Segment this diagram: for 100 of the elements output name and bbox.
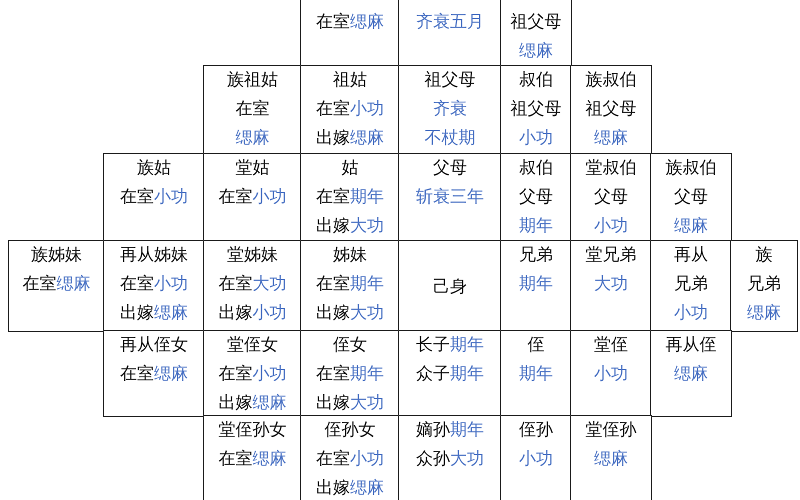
table-cell — [398, 153, 502, 242]
relation-text: 父母 — [674, 187, 708, 207]
relation-text: 堂姊妹 — [226, 245, 278, 265]
relation-text: 族叔伯 — [665, 158, 716, 178]
mourning-grade: 期年 — [450, 420, 484, 440]
mourning-grade: 缌麻 — [350, 478, 384, 498]
relation-text: 叔伯 — [518, 70, 553, 90]
relation-text: 在室 — [316, 187, 350, 207]
mourning-grade: 小功 — [252, 187, 286, 207]
relation-text: 堂侄女 — [226, 335, 278, 355]
relation-text: 堂兄弟 — [585, 245, 636, 265]
relation-text: 出嫁 — [120, 303, 154, 323]
mourning-grade: 不杖期 — [424, 128, 476, 148]
table-cell — [203, 65, 302, 154]
relation-text: 姊妹 — [332, 245, 367, 265]
mourning-grade: 大功 — [450, 449, 484, 469]
relation-text: 出嫁 — [316, 303, 350, 323]
relation-text: 在室 — [316, 364, 350, 384]
relation-text: 出嫁 — [218, 393, 252, 413]
relation-text: 在室 — [218, 449, 252, 469]
mourning-grade: 小功 — [252, 303, 286, 323]
mourning-grade: 缌麻 — [235, 128, 270, 148]
mourning-grade: 齐衰五月 — [416, 12, 484, 32]
relation-text: 嫡孙 — [416, 420, 450, 440]
relation-text: 在室 — [22, 274, 56, 294]
relation-text: 在室 — [218, 274, 252, 294]
table-cell — [500, 415, 572, 500]
table-cell — [300, 65, 400, 154]
mourning-grade: 小功 — [154, 274, 188, 294]
mourning-grade: 小功 — [594, 364, 628, 384]
relation-text: 在室 — [316, 449, 350, 469]
table-cell — [500, 0, 572, 66]
relation-text: 族姑 — [136, 158, 171, 178]
relation-text: 出嫁 — [316, 393, 350, 413]
relation-text: 祖父母 — [585, 99, 636, 119]
relation-text: 在室 — [316, 274, 350, 294]
mourning-grade: 斩衰三年 — [416, 187, 484, 207]
relation-text: 出嫁 — [316, 128, 350, 148]
relation-text: 父母 — [518, 187, 553, 207]
relation-text: 长子 — [416, 335, 450, 355]
mourning-grade: 缌麻 — [154, 303, 188, 323]
relation-text: 堂侄孙 — [585, 420, 636, 440]
mourning-grade: 缌麻 — [674, 216, 708, 236]
relation-text: 再从姊妹 — [120, 245, 188, 265]
table-cell — [103, 240, 204, 332]
mourning-grade: 小功 — [252, 364, 286, 384]
table-cell — [570, 415, 652, 500]
table-cell — [500, 330, 572, 416]
mourning-grade: 缌麻 — [746, 303, 781, 323]
table-cell — [650, 330, 732, 416]
table-cell — [398, 240, 502, 332]
relation-text: 父母 — [432, 158, 467, 178]
mourning-grade: 缌麻 — [594, 449, 628, 469]
mourning-grade: 缌麻 — [350, 128, 384, 148]
mourning-grade: 大功 — [350, 216, 384, 236]
table-cell — [398, 65, 502, 154]
relation-text: 再从 — [674, 245, 708, 265]
table-cell — [203, 153, 302, 242]
table-cell — [398, 330, 502, 416]
mourning-grade: 大功 — [594, 274, 628, 294]
mourning-grade: 小功 — [518, 128, 553, 148]
mourning-grade: 缌麻 — [674, 364, 708, 384]
relation-text: 再从侄女 — [120, 335, 188, 355]
relation-text: 祖父母 — [510, 12, 562, 32]
relation-text: 在室 — [316, 12, 350, 32]
relation-text: 祖父母 — [510, 99, 562, 119]
relation-text: 众孙 — [416, 449, 450, 469]
mourning-grade: 小功 — [154, 187, 188, 207]
mourning-grade: 大功 — [350, 303, 384, 323]
mourning-grade: 缌麻 — [252, 449, 286, 469]
table-cell — [570, 65, 652, 154]
mourning-grade: 大功 — [252, 274, 286, 294]
mourning-grade: 大功 — [350, 393, 384, 413]
table-cell — [650, 153, 732, 242]
relation-text: 再从侄 — [665, 335, 716, 355]
relation-text: 在室 — [120, 187, 154, 207]
table-cell — [300, 240, 400, 332]
table-cell — [203, 415, 302, 500]
table-cell — [203, 240, 302, 332]
relation-text: 堂姑 — [235, 158, 270, 178]
relation-text: 堂侄 — [594, 335, 628, 355]
relation-text: 叔伯 — [518, 158, 553, 178]
relation-text: 在室 — [120, 364, 154, 384]
relation-text: 在室 — [218, 187, 252, 207]
table-cell — [103, 153, 204, 242]
table-cell — [300, 415, 400, 500]
relation-text: 在室 — [120, 274, 154, 294]
mourning-grade: 缌麻 — [154, 364, 188, 384]
table-cell — [500, 240, 572, 332]
relation-text: 父母 — [594, 187, 628, 207]
table-cell — [500, 65, 572, 154]
relation-text: 族叔伯 — [585, 70, 636, 90]
mourning-grade: 缌麻 — [518, 41, 553, 61]
relation-text: 祖父母 — [424, 70, 476, 90]
relation-text: 在室 — [218, 364, 252, 384]
table-cell — [650, 240, 732, 332]
mourning-grade: 期年 — [450, 335, 484, 355]
mourning-grade: 小功 — [518, 449, 553, 469]
mourning-grade: 期年 — [518, 216, 553, 236]
relation-text: 族 — [755, 245, 772, 265]
